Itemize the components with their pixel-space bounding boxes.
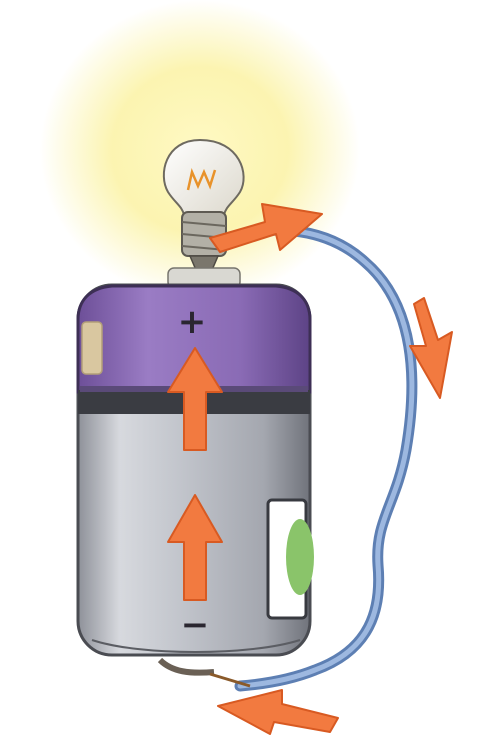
- positive-terminal-sign: +: [178, 302, 207, 342]
- negative-terminal-sign: −: [181, 605, 210, 645]
- arrow-left-bottom: [218, 690, 338, 734]
